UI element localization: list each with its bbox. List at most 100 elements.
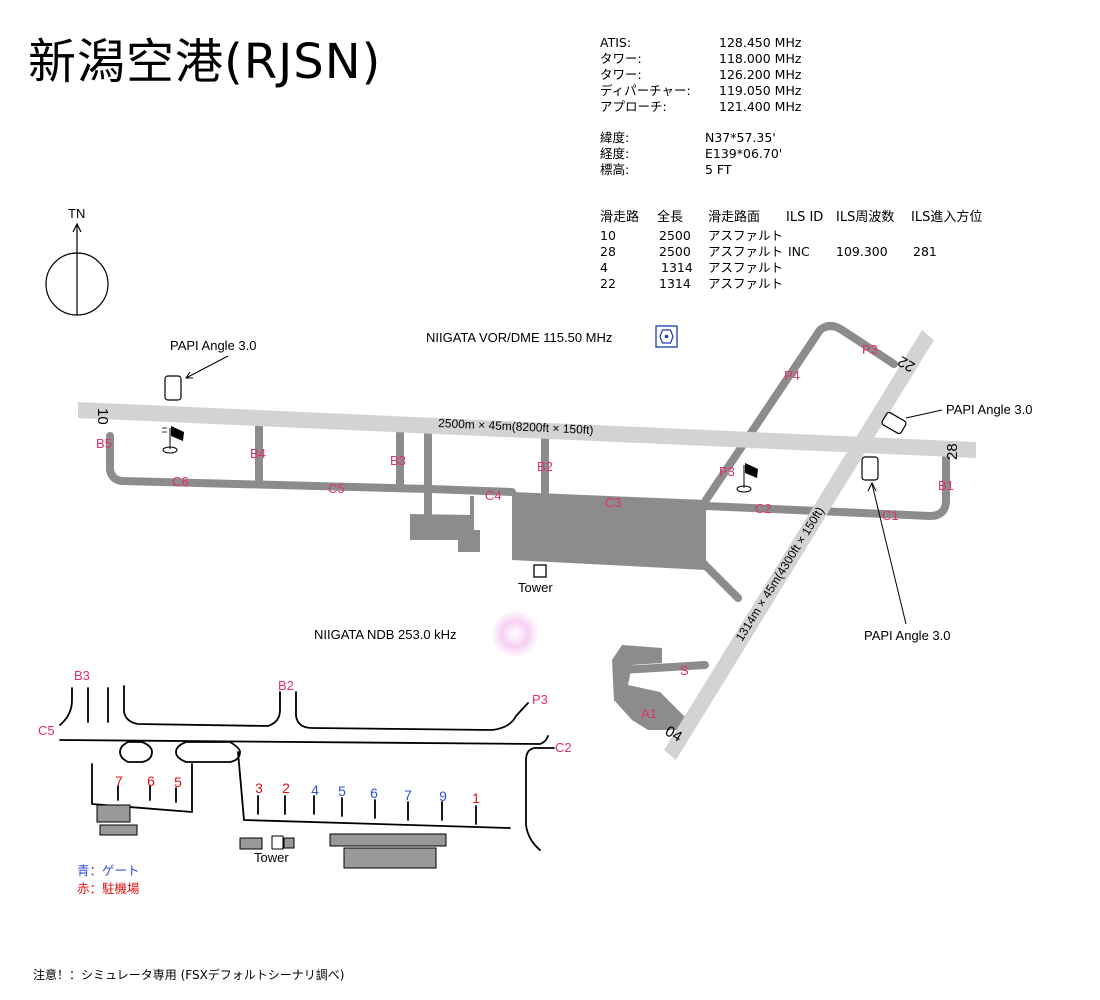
vor-icon bbox=[655, 325, 678, 348]
terminal bbox=[329, 833, 447, 847]
north-arrow-head bbox=[72, 222, 82, 233]
position-names: 緯度: 経度: 標高: bbox=[600, 130, 630, 177]
spot-label: 7 bbox=[115, 773, 123, 789]
spot-label: 3 bbox=[255, 780, 263, 796]
taxiway-label-b2: B2 bbox=[537, 459, 553, 474]
detail-island bbox=[119, 741, 153, 763]
detail-line bbox=[59, 687, 73, 726]
runway-10-28 bbox=[78, 402, 976, 458]
detail-taxi-labels: B3 B2 P3 C5 C2 bbox=[38, 668, 572, 755]
detail-west-apron bbox=[91, 763, 193, 813]
detail-buildings bbox=[96, 804, 447, 869]
west-apron bbox=[410, 514, 480, 552]
tower-icon bbox=[533, 564, 547, 578]
taxiway-label-c5: C5 bbox=[328, 481, 345, 496]
detail-label-p3: P3 bbox=[532, 692, 548, 707]
tower-icon bbox=[271, 835, 284, 850]
gate-label: 4 bbox=[311, 782, 319, 798]
papi-right-box bbox=[861, 456, 879, 481]
papi-bottom-label: PAPI Angle 3.0 bbox=[864, 628, 951, 643]
spot-label: 1 bbox=[472, 790, 480, 806]
detail-tower-label: Tower bbox=[254, 850, 289, 865]
ndb-icon bbox=[491, 610, 539, 658]
detail-island bbox=[175, 741, 241, 763]
apron-detail bbox=[59, 685, 555, 851]
detail-line bbox=[295, 691, 529, 731]
windsock-icon bbox=[736, 463, 758, 493]
taxiway-network bbox=[106, 322, 950, 724]
detail-label-b3: B3 bbox=[74, 668, 90, 683]
building bbox=[96, 804, 131, 823]
detail-main-apron bbox=[237, 751, 511, 829]
taxiway-label-c2: C2 bbox=[755, 501, 772, 516]
vor-label: NIIGATA VOR/DME 115.50 MHz bbox=[426, 330, 612, 345]
ndb-label: NIIGATA NDB 253.0 kHz bbox=[314, 627, 457, 642]
frequency-names: ATIS: タワー: タワー: ディパーチャー: アプローチ: bbox=[600, 35, 691, 114]
north-arrow: TN bbox=[45, 206, 109, 316]
taxiway-label-b5: B5 bbox=[96, 436, 112, 451]
taxiway-label-b4: B4 bbox=[250, 446, 266, 461]
taxiway-label-p3: P3 bbox=[719, 464, 735, 479]
taxiway-label-s: S bbox=[680, 663, 689, 678]
papi-right-label: PAPI Angle 3.0 bbox=[946, 402, 1033, 417]
north-label: TN bbox=[68, 206, 85, 221]
building bbox=[99, 824, 138, 836]
aprons bbox=[410, 492, 706, 730]
taxiway-label-c6: C6 bbox=[172, 474, 189, 489]
taxiway-label-p3-north: P3 bbox=[862, 342, 878, 357]
legend-gate: 青：ゲート bbox=[77, 863, 140, 878]
spot-label: 6 bbox=[147, 773, 155, 789]
position-values: N37*57.35' E139*06.70' 5 FT bbox=[705, 130, 783, 177]
spot-label: 5 bbox=[174, 774, 182, 790]
taxiway-label-b3: B3 bbox=[390, 453, 406, 468]
taxiway-labels: B5 C6 B4 C5 B3 C4 B2 C3 P3 C2 C1 B1 P4 P… bbox=[96, 342, 954, 721]
main-apron bbox=[512, 492, 706, 570]
detail-label-b2: B2 bbox=[278, 678, 294, 693]
gate-label: 5 bbox=[338, 783, 346, 799]
papi-bottom-leader bbox=[871, 483, 907, 625]
runway-04-label: 04 bbox=[662, 723, 685, 746]
taxiway-c6-c5 bbox=[106, 432, 516, 496]
runway-cross-dimension: 1314m × 45m(4300ft × 150ft) bbox=[733, 504, 827, 643]
gate-label: 7 bbox=[404, 787, 412, 803]
papi-left-label: PAPI Angle 3.0 bbox=[170, 338, 257, 353]
spot-numbers: 7 6 5 3 2 4 5 6 7 9 1 bbox=[115, 773, 480, 806]
taxiway-label-c4: C4 bbox=[485, 488, 502, 503]
taxiway-p4-p3 bbox=[702, 322, 898, 504]
south-apron bbox=[612, 645, 690, 730]
tower-label: Tower bbox=[518, 580, 553, 595]
windsock-icon bbox=[162, 426, 184, 454]
building bbox=[239, 837, 263, 850]
legend-parking: 赤：駐機場 bbox=[77, 881, 140, 896]
papi-right-leader bbox=[905, 409, 943, 419]
detail-label-c2: C2 bbox=[555, 740, 572, 755]
detail-line bbox=[525, 747, 555, 851]
building bbox=[283, 837, 295, 849]
taxiway-label-a1: A1 bbox=[641, 706, 657, 721]
papi-left-box bbox=[164, 375, 182, 401]
gate-label: 6 bbox=[370, 785, 378, 801]
taxiway-label-c1: C1 bbox=[882, 508, 899, 523]
runway-10-label: 10 bbox=[94, 408, 111, 425]
taxiway-c2-c1-b1 bbox=[702, 442, 950, 520]
detail-line bbox=[59, 735, 549, 745]
taxiway-s bbox=[618, 661, 709, 674]
runway-22-label: 22 bbox=[895, 352, 918, 375]
papi-left-arrow bbox=[185, 371, 193, 379]
west-apron-stub bbox=[470, 496, 474, 516]
detail-label-c5: C5 bbox=[38, 723, 55, 738]
gate-label: 9 bbox=[439, 788, 447, 804]
runway-28-label: 28 bbox=[944, 443, 961, 460]
papi-22-box bbox=[881, 411, 907, 435]
taxiway-label-p4: P4 bbox=[784, 368, 800, 383]
terminal bbox=[343, 847, 437, 869]
papi-left-leader bbox=[185, 355, 229, 379]
runways bbox=[78, 330, 976, 760]
page-title: 新潟空港(RJSN) bbox=[28, 34, 382, 90]
papi-bottom-arrow bbox=[867, 481, 877, 492]
